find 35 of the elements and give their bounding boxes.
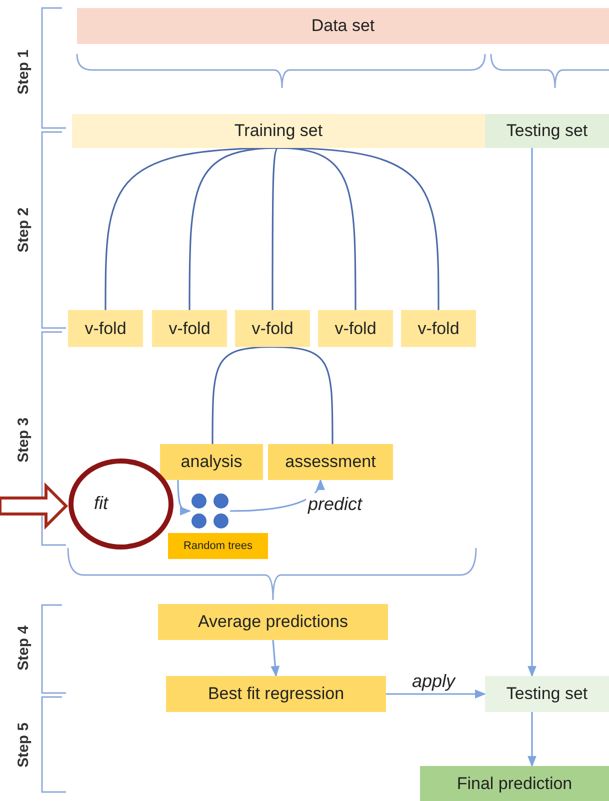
step-label: Step 1 — [14, 50, 33, 94]
fold-box: v-fold — [152, 310, 227, 347]
process-box: Best fit regression — [166, 676, 386, 712]
step-label: Step 3 — [14, 418, 33, 462]
fold-box: v-fold — [68, 310, 143, 347]
arrow — [270, 640, 280, 678]
connector-line — [278, 147, 440, 310]
random-trees-box: Random trees — [168, 533, 268, 559]
dataset-bar: Data set — [77, 8, 609, 44]
step-label: Step 4 — [14, 626, 33, 670]
connector-line — [188, 147, 278, 310]
tree-dots-icon — [190, 492, 230, 530]
highlight-ellipse — [68, 458, 174, 550]
arrow — [528, 712, 536, 768]
connector-line — [212, 346, 273, 444]
fold-box: v-fold — [235, 310, 310, 347]
fold-box: v-fold — [401, 310, 476, 347]
arrow — [177, 480, 192, 515]
training-set-bar: Training set — [72, 114, 485, 148]
block-arrow — [0, 482, 68, 530]
analysis-box: analysis — [160, 444, 263, 480]
edge-label: predict — [306, 493, 364, 516]
arrow — [528, 148, 536, 678]
arrow — [230, 478, 324, 512]
connector-line — [272, 346, 334, 444]
step-label: Step 5 — [14, 722, 33, 768]
connector-line — [272, 147, 278, 310]
result-box: Final prediction — [420, 766, 609, 801]
process-box: Average predictions — [158, 604, 388, 640]
testing-set-box: Testing set — [485, 676, 609, 712]
testing-set-bar: Testing set — [485, 114, 609, 148]
step-label: Step 2 — [14, 208, 33, 252]
arrow — [386, 690, 486, 698]
fold-box: v-fold — [318, 310, 393, 347]
assessment-box: assessment — [268, 444, 393, 480]
